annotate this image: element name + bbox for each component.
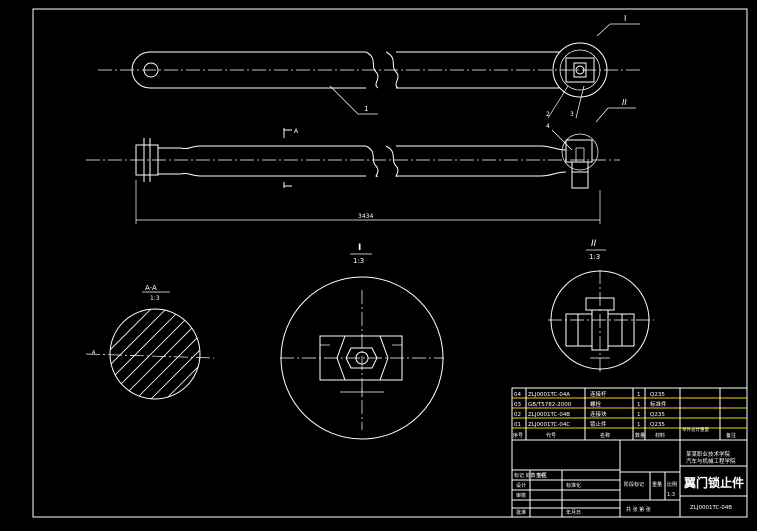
label-approver: 批准 <box>516 509 526 516</box>
part-name: 锁止件 <box>590 420 607 428</box>
section-a-a: A-A 1:3 A <box>85 284 215 400</box>
part-material: Q235 <box>650 422 665 428</box>
section-note-a: A <box>92 350 96 356</box>
label-ratio: 1:3 <box>667 492 675 498</box>
part-code: ZLJ0001TC-04B <box>528 412 570 418</box>
callout-detail-2: II <box>622 98 627 107</box>
label-sheet: 共 张 第 张 <box>626 506 651 513</box>
header-qty: 数量 <box>635 432 645 439</box>
parts-row-01: 01 ZLJ0001TC-04C 锁止件 1 Q235 <box>514 420 665 428</box>
label-designer: 设计 <box>516 482 526 489</box>
top-view-lever: I 1 <box>98 14 640 115</box>
part-material: 标准件 <box>650 400 667 408</box>
label-standard: 标准化 <box>566 482 581 489</box>
header-code: 代号 <box>546 432 556 439</box>
part-qty: 1 <box>637 402 641 408</box>
parts-row-02: 02 ZLJ0001TC-04B 连接块 1 Q235 <box>514 410 665 418</box>
part-material: Q235 <box>650 392 665 398</box>
front-view-lever: II 2 3 4 A 3434 <box>86 85 636 224</box>
drawing-title: 翼门锁止件 <box>683 475 744 490</box>
drawing-code: ZLJ0001TC-04B <box>690 505 732 511</box>
part-no: 04 <box>514 392 521 398</box>
parts-header: 序号 代号 名称 数量 材料 单件总计重量 备注 <box>513 426 736 439</box>
school-line1: 某某职业技术学院 <box>686 450 731 458</box>
label-scale: 比例 <box>667 481 677 488</box>
detail-ii-view: II 1:3 <box>548 239 654 372</box>
header-no: 序号 <box>513 432 523 439</box>
part-no: 03 <box>514 402 521 408</box>
label-checker: 审核 <box>516 492 526 499</box>
detail-i-label: I <box>358 243 361 253</box>
section-marker-a: A <box>294 128 299 135</box>
detail-ii-scale: 1:3 <box>589 253 600 261</box>
part-code: GB/T5782-2000 <box>528 402 572 408</box>
callout-part-3: 3 <box>570 111 574 118</box>
school-line2: 汽车与机械工程学院 <box>686 457 736 465</box>
label-revision: 标记 处数 分区 <box>514 472 547 479</box>
header-mass: 单件总计重量 <box>682 426 709 433</box>
section-scale: 1:3 <box>150 295 160 302</box>
section-label: A-A <box>145 284 157 292</box>
part-qty: 1 <box>637 412 641 418</box>
part-name: 螺栓 <box>590 400 602 408</box>
callout-part-4: 4 <box>546 123 550 130</box>
label-stage: 阶段标记 <box>624 481 644 488</box>
header-note: 备注 <box>726 432 736 439</box>
callout-detail-1: I <box>624 14 626 23</box>
header-name: 名称 <box>600 432 610 439</box>
header-material: 材料 <box>655 432 665 439</box>
drawing-border <box>32 8 748 518</box>
part-material: Q235 <box>650 412 665 418</box>
part-name: 连接杆 <box>590 390 607 398</box>
part-qty: 1 <box>637 422 641 428</box>
parts-row-04: 04 ZLJ0001TC-04A 连接杆 1 Q235 <box>514 390 665 398</box>
part-qty: 1 <box>637 392 641 398</box>
detail-i-view: I 1:3 <box>280 243 444 440</box>
detail-i-scale: 1:3 <box>353 257 364 265</box>
label-weight: 重量 <box>652 481 662 488</box>
part-no: 01 <box>514 422 521 428</box>
detail-ii-label: II <box>591 239 597 249</box>
parts-row-03: 03 GB/T5782-2000 螺栓 1 标准件 <box>514 400 667 408</box>
part-no: 02 <box>514 412 521 418</box>
label-sign: 签名 <box>536 472 546 479</box>
dimension-overall-length: 3434 <box>358 213 373 220</box>
part-code: ZLJ0001TC-04A <box>528 392 570 398</box>
part-name: 连接块 <box>590 410 607 418</box>
part-code: ZLJ0001TC-04C <box>528 422 570 428</box>
title-block: 04 ZLJ0001TC-04A 连接杆 1 Q235 03 GB/T5782-… <box>511 387 748 518</box>
callout-part-1: 1 <box>364 105 368 113</box>
label-date: 年月日 <box>566 509 581 516</box>
callout-part-2: 2 <box>546 111 550 118</box>
